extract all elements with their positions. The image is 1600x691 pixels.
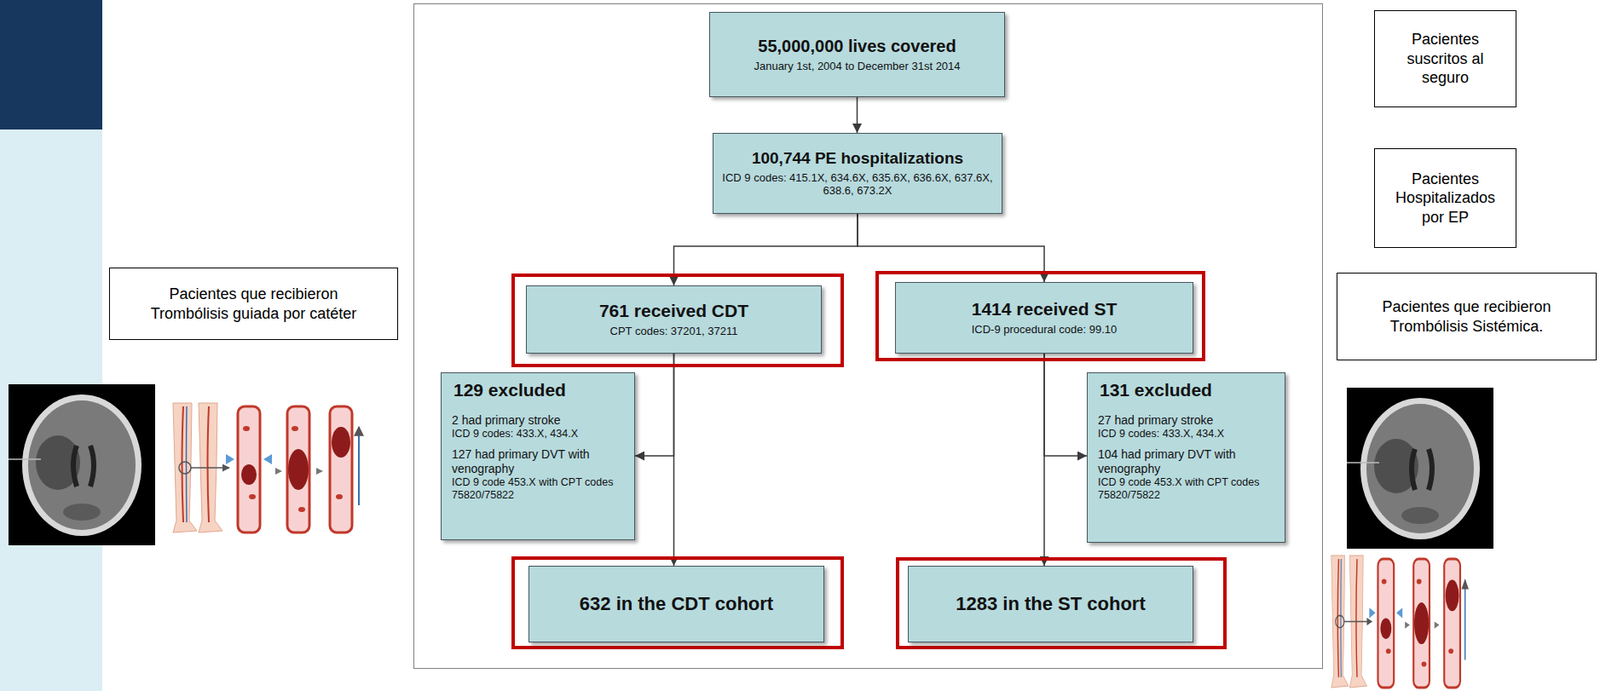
flow-arrow [1044,353,1087,457]
box-heading: Pacientes suscritos al seguro [1386,29,1504,88]
box-heading: 1283 in the ST cohort [955,593,1146,616]
box-text: January 1st, 2004 to December 31st 2014 [753,59,960,73]
process-box: 761 received CDTCPT codes: 37201, 37211 [525,285,822,354]
annotation-box: Pacientes que recibieron Trombólisis Sis… [1336,272,1597,361]
box-heading: 1414 received ST [971,299,1117,321]
side-band-top [0,0,103,130]
box-heading: 129 excluded [451,380,568,402]
figure-frame [414,4,1323,670]
cohort-box: 1283 in the ST cohort [907,566,1194,643]
box-heading: 55,000,000 lives covered [757,36,956,58]
ct-scan-image [1346,387,1494,549]
cohort-box: 632 in the CDT cohort [528,566,825,643]
box-heading: Pacientes que recibieron Trombólisis Sis… [1371,297,1562,336]
vein-thrombus-illustration [173,403,359,533]
process-box: 55,000,000 lives coveredJanuary 1st, 200… [709,11,1006,98]
annotation-box: Pacientes suscritos al seguro [1374,10,1517,108]
box-text: 2 had primary stroke [451,413,561,428]
annotation-box: Pacientes que recibieron Trombólisis gui… [109,267,399,341]
highlight-outline [513,275,843,366]
box-text: 27 had primary stroke [1097,413,1213,428]
box-text: ICD 9 codes: 415.1X, 634.6X, 635.6X, 636… [722,171,994,198]
box-text: ICD 9 code 453.X with CPT codes 75820/75… [451,476,626,503]
box-text: ICD 9 codes: 433.X, 434.X [1097,427,1225,441]
side-band [0,0,103,691]
box-text: 127 had primary DVT with venography [451,447,626,476]
flow-arrow [856,97,859,133]
box-heading: 100,744 PE hospitalizations [751,149,964,168]
box-text: 104 had primary DVT with venography [1097,447,1277,476]
highlight-outline [897,559,1225,648]
exclusion-box: 129 excluded2 had primary strokeICD 9 co… [440,372,636,541]
box-text: ICD 9 codes: 433.X, 434.X [451,427,578,441]
annotation-box: Pacientes Hospitalizados por EP [1374,148,1517,249]
process-box: 100,744 PE hospitalizationsICD 9 codes: … [712,132,1003,214]
vein-thrombus-illustration [1331,555,1466,688]
box-text: ICD 9 code 453.X with CPT codes 75820/75… [1097,476,1277,503]
box-heading: 632 in the CDT cohort [579,593,774,616]
flow-arrow [635,353,675,457]
highlight-outline [877,272,1204,360]
exclusion-box: 131 excluded27 had primary strokeICD 9 c… [1086,372,1286,543]
ct-scan-image [8,384,156,546]
box-text: CPT codes: 37201, 37211 [610,324,739,338]
box-heading: Pacientes que recibieron Trombólisis gui… [144,284,364,324]
process-box: 1414 received ST ICD-9 procedural code: 9… [895,282,1194,354]
box-text: ICD-9 procedural code: 99.10 [971,323,1118,336]
highlight-outline [513,558,843,648]
box-heading: Pacientes Hospitalizados por EP [1386,169,1504,228]
box-heading: 131 excluded [1097,380,1214,402]
box-heading: 761 received CDT [599,300,749,323]
